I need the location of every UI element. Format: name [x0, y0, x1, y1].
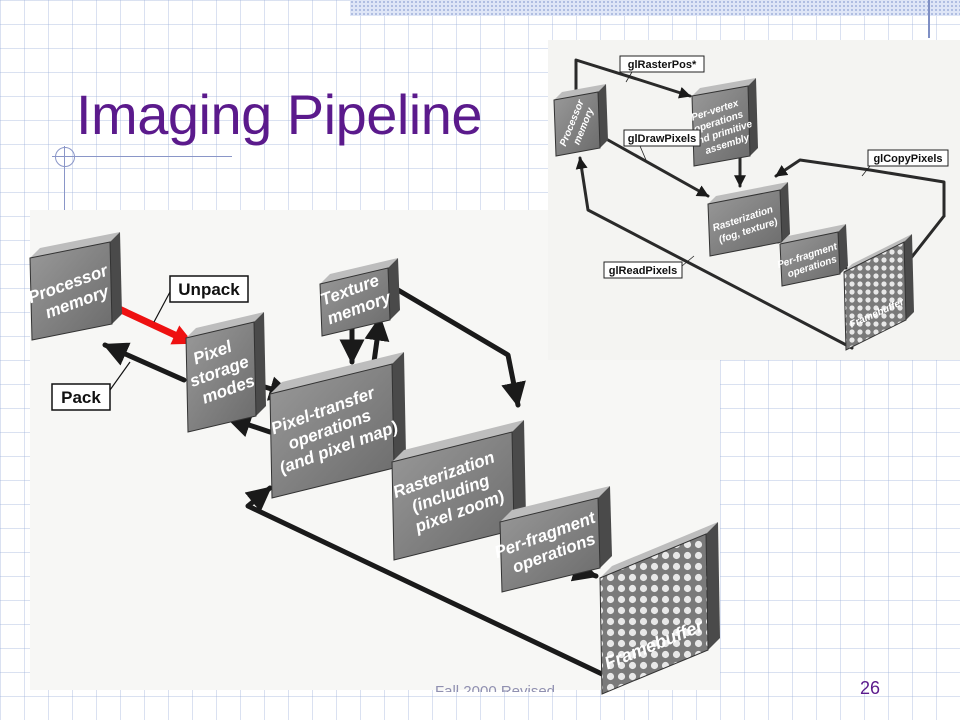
inset-block-rasterization: Rasterization (fog, texture) [707, 182, 790, 257]
inset-label-gl-read-pixels: glReadPixels [603, 255, 695, 279]
inset-label-gl-draw-pixels: glDrawPixels [623, 129, 701, 161]
text: glReadPixels [609, 265, 677, 277]
inset-arrow-draw-pixels [606, 138, 710, 198]
arrow-framebuffer-to-transfer [244, 485, 605, 677]
top-decorative-bar [350, 0, 960, 16]
text: glRasterPos* [628, 59, 697, 71]
arrow-transfer-to-texture [364, 315, 390, 365]
inset-label-gl-raster-pos: glRasterPos* [619, 55, 705, 83]
text: Unpack [178, 280, 240, 299]
block-pixel-storage-modes: Pixel storage modes [180, 312, 266, 433]
text: Pack [61, 388, 101, 407]
slide-footer: Fall 2000 Revised [434, 683, 556, 692]
block-pixel-transfer: Pixel-transfer operations (and pixel map… [268, 352, 406, 499]
block-per-fragment: Per-fragment operations [492, 486, 612, 593]
title-rule-circle [55, 147, 75, 167]
block-texture-memory: Texture memory [318, 258, 400, 337]
slide-number: 26 [859, 678, 881, 698]
label-pack: Pack [51, 361, 131, 411]
svg-text:Per-vertex operations: Per-vertex operations and primitive asse… [684, 95, 760, 160]
text: glCopyPixels [873, 153, 942, 165]
block-processor-memory: Processor memory [26, 232, 122, 341]
inset-label-gl-copy-pixels: glCopyPixels [861, 149, 949, 177]
inset-arrow-read-pixels [575, 156, 854, 350]
inset-block-processor-memory: Processor memory [553, 84, 608, 157]
main-connectors [102, 287, 605, 677]
inset-block-per-fragment: Per-fragment operations [776, 224, 848, 287]
slide-title: Imaging Pipeline [76, 83, 483, 146]
block-framebuffer: Framebuffer [599, 522, 720, 695]
arrow-texture-to-rasterization [395, 287, 526, 408]
top-decorative-line [928, 0, 930, 38]
block-rasterization: Rasterization (including pixel zoom) [390, 420, 526, 561]
inset-block-per-vertex: Per-vertex operations and primitive asse… [684, 78, 760, 167]
text: glDrawPixels [628, 133, 696, 145]
title-rule-horizontal [52, 156, 232, 157]
inset-connectors [574, 58, 946, 350]
inset-arrow-raster-pos [574, 58, 692, 99]
inset-block-framebuffer: Framebuffer [843, 234, 914, 351]
label-unpack: Unpack [153, 275, 249, 323]
title-rule-vertical [64, 146, 65, 226]
arrow-pack [102, 342, 187, 383]
svg-text:Pixel storage: Pixel storage modes [180, 332, 262, 410]
svg-text:Texture memory: Texture memory [318, 268, 395, 328]
inset-arrow-copy-pixels [774, 158, 946, 218]
